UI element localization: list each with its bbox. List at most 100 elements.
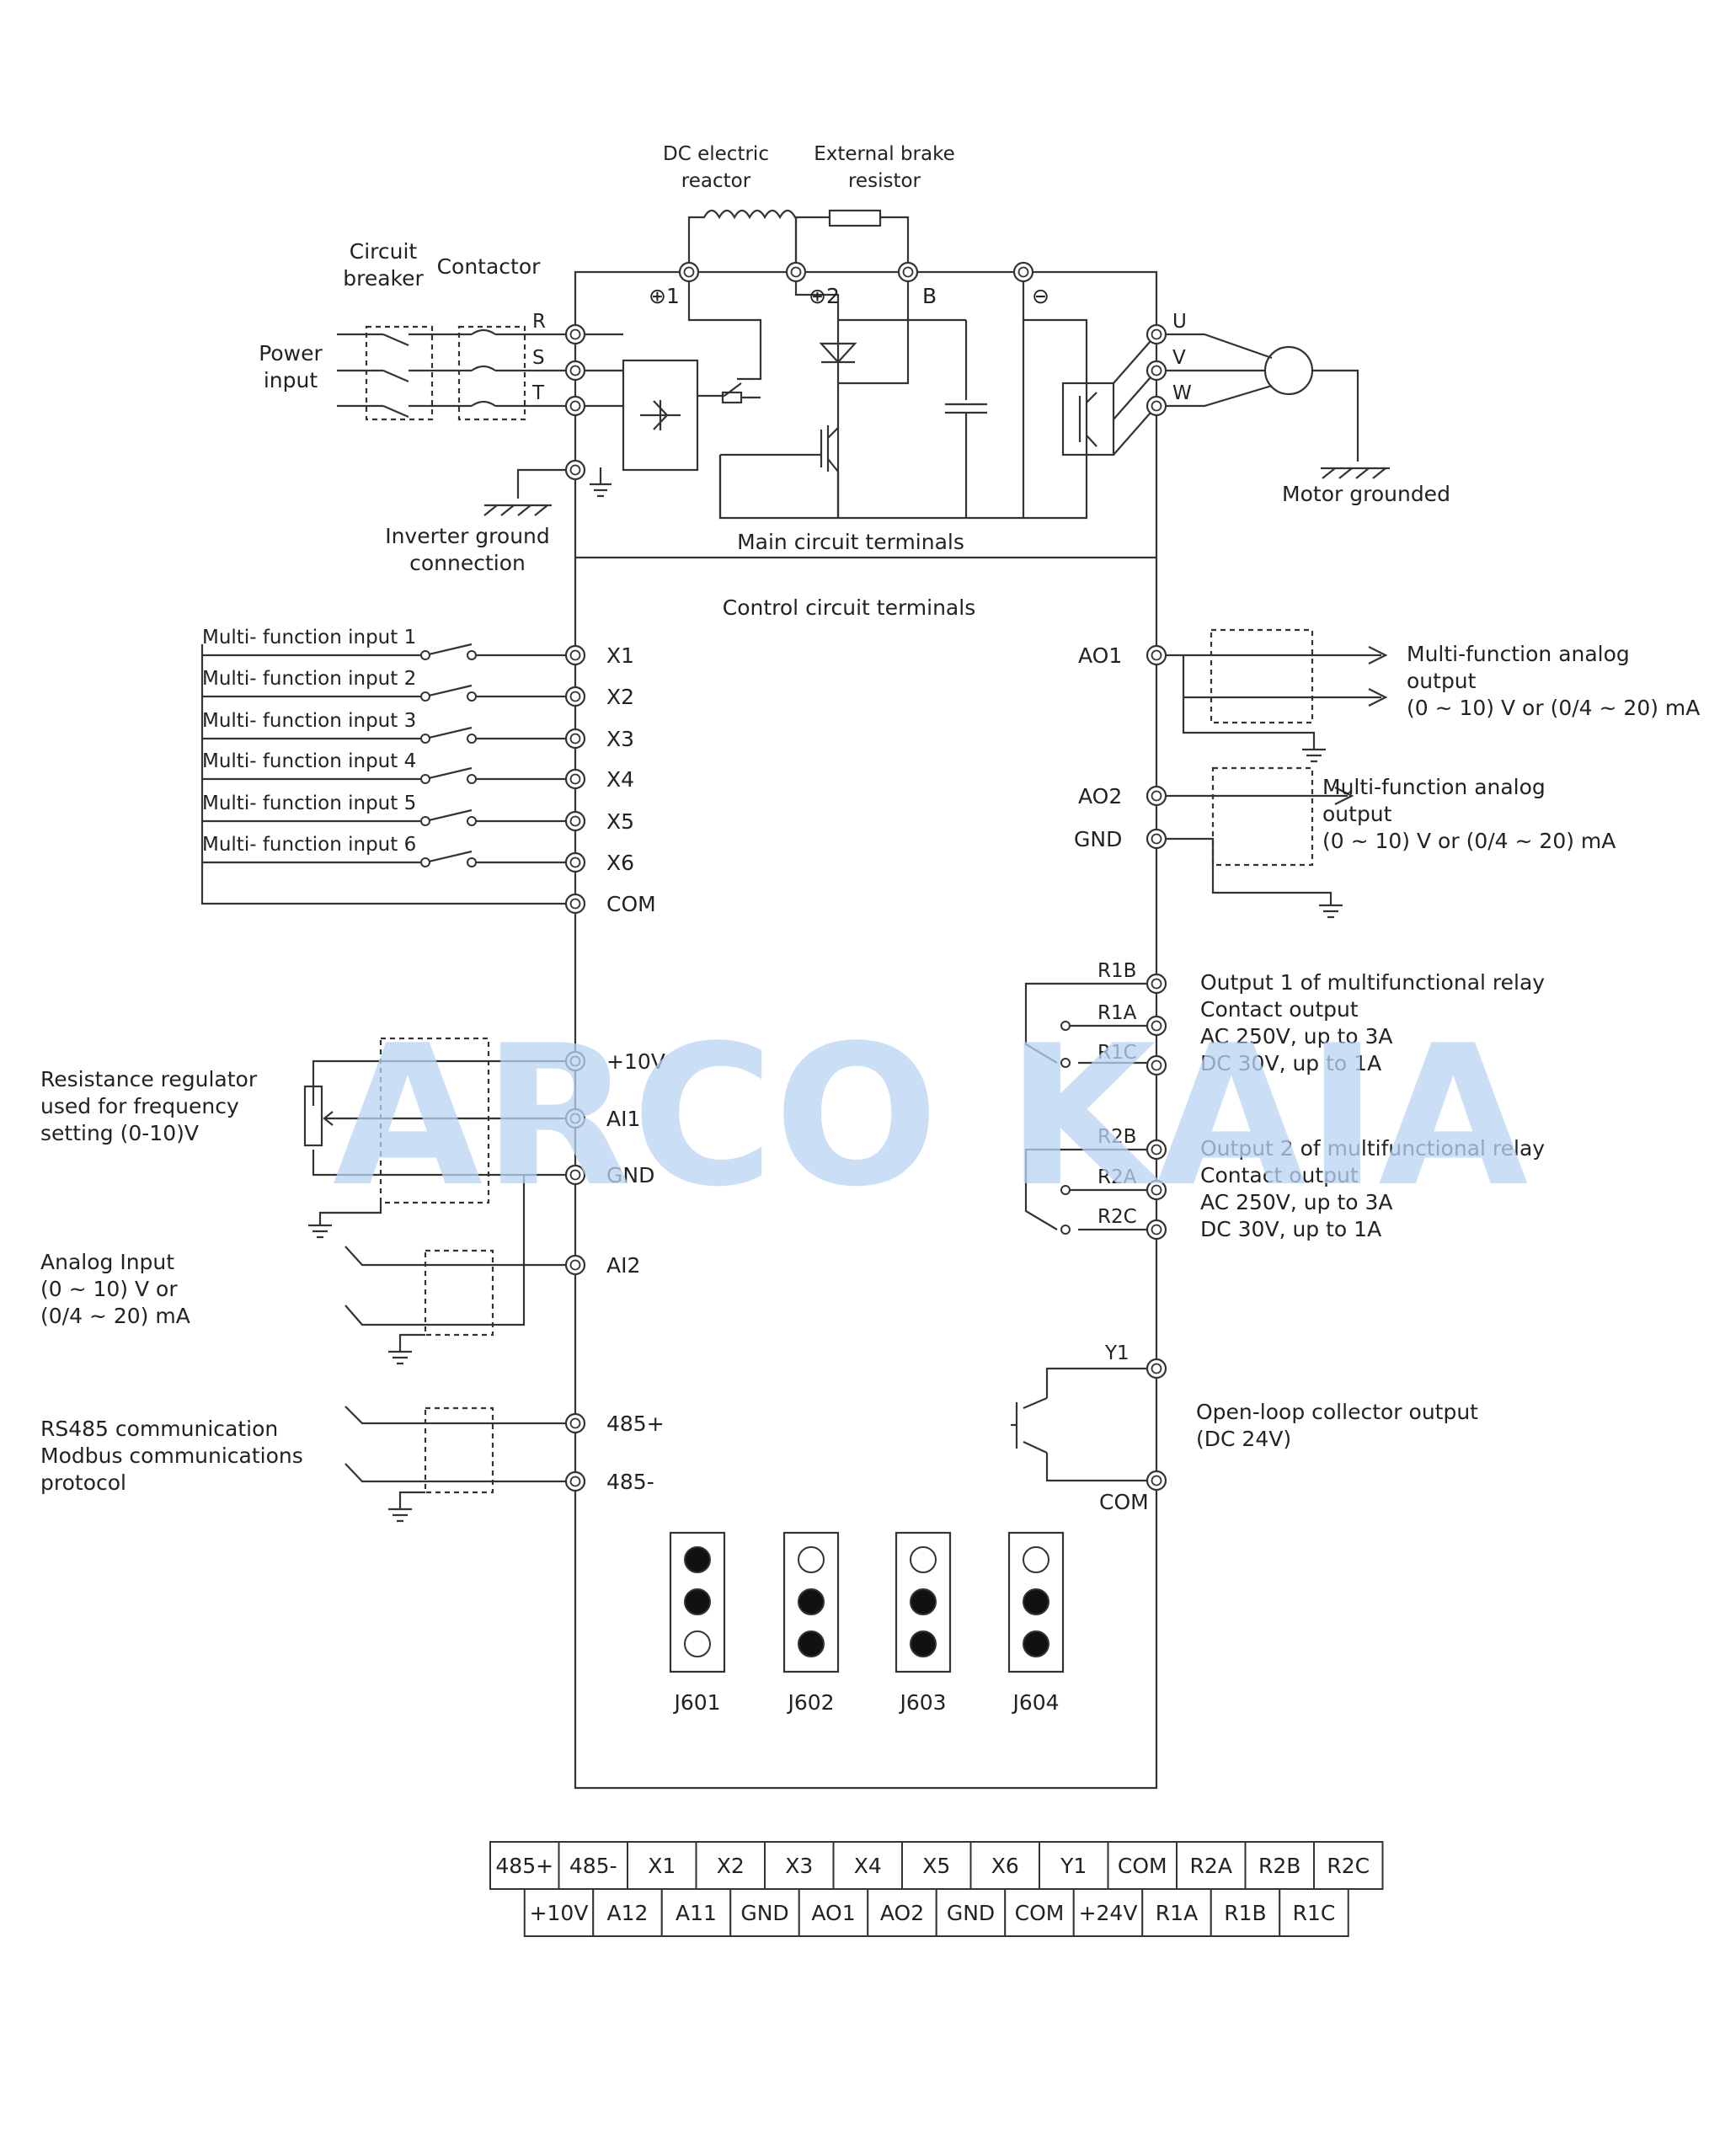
terminal-label-GND: GND [606,1163,654,1187]
switch-contact [1060,1021,1071,1031]
terminal-X1 [564,644,586,666]
motor-grounded-label: Motor grounded [1282,482,1450,506]
circuit-breaker-box [365,325,434,421]
terminal-label-X2: X2 [606,685,634,709]
terminal-label-Y1: Y1 [1104,1342,1130,1364]
brake-diode [819,342,857,364]
switch-contact [420,774,430,784]
terminal-label-R1C: R1C [1097,1042,1137,1064]
jumper-pin [684,1630,711,1657]
terminal-label-AI1: AI1 [606,1107,640,1131]
terminal-label-T: T [531,382,545,404]
terminal-label-U: U [1172,311,1187,333]
terminal-table-cell: 485+ [495,1854,553,1878]
jumper-pin [1023,1546,1049,1573]
rs485-shield [424,1406,494,1494]
terminal-485+ [564,1412,586,1434]
bus-capacitor [945,320,987,518]
terminal-X6 [564,851,586,873]
terminal-label-R: R [532,311,546,333]
terminal-table-cell: R1B [1224,1901,1266,1925]
terminal-bus-4 [1012,261,1034,283]
bus-label-3: B [922,284,937,308]
terminal-X4 [564,768,586,790]
terminal-label-AO1: AO1 [1078,643,1122,668]
terminal-label-W: W [1172,382,1192,404]
terminal-table-cell: X4 [854,1854,882,1878]
terminal-GND-out [1146,828,1167,850]
ao1-shield [1210,628,1314,724]
terminal-table-cell: R2B [1258,1854,1300,1878]
terminal-R1C [1146,1054,1167,1076]
jumper-J602 [782,1531,840,1673]
bus-label-1: ⊕1 [649,284,680,308]
terminal-label-COM: COM [606,892,656,916]
open-collector-transistor [1011,1367,1156,1482]
terminal-table-cell: X5 [922,1854,950,1878]
open-collector-description: Open-loop collector output(DC 24V) [1196,1400,1478,1451]
dc-reactor-coil [687,209,798,272]
contactor-box [457,325,526,421]
terminal-block-table [489,1841,1384,1937]
terminal-table-cell: A12 [607,1901,649,1925]
terminal-label-COM-out: COM [1099,1490,1149,1514]
switch-contact [467,650,477,660]
contactor-label: Contactor [437,254,542,279]
switch-contact [1060,1225,1071,1235]
terminal-table-cell: AO1 [811,1901,855,1925]
ao2-shield [1211,766,1314,867]
jumper-J604 [1007,1531,1065,1673]
terminal-label-X1: X1 [606,643,634,668]
rectifier-block [622,359,699,472]
terminal-AO2 [1146,785,1167,807]
terminal-R1A [1146,1015,1167,1037]
terminal-label-R2B: R2B [1097,1126,1136,1148]
terminal-X2 [564,686,586,707]
terminal-bus-2 [785,261,807,283]
switch-contact [420,691,430,702]
terminal-label-+10V: +10V [606,1049,665,1074]
switch-contact [420,857,430,867]
terminal-COM [564,893,586,915]
jumper-pin [798,1588,825,1615]
switch-contact [420,650,430,660]
terminal-table-cell: R2A [1190,1854,1232,1878]
terminal-label-485+: 485+ [606,1412,665,1436]
terminal-label-V: V [1172,347,1186,369]
terminal-table-cell: R1A [1156,1901,1198,1925]
terminal-table-cell: 485- [569,1854,617,1878]
terminal-V [1146,360,1167,382]
ai2-shield [424,1249,494,1337]
terminal-label-X3: X3 [606,727,634,751]
terminal-table-cell: A11 [676,1901,717,1925]
terminal-label-X4: X4 [606,767,634,792]
inverter-ground-symbol [483,468,575,516]
jumper-pin [1023,1588,1049,1615]
terminal-AI1 [564,1107,586,1129]
terminal-label-GND-out: GND [1074,827,1122,851]
jumper-pin [798,1546,825,1573]
terminal-label-R2C: R2C [1097,1206,1137,1228]
terminal-table-cell: R1C [1293,1901,1336,1925]
terminal-485- [564,1470,586,1492]
jumper-pin [798,1630,825,1657]
brake-igbt [820,425,840,518]
terminal-COM-out [1146,1470,1167,1492]
pot-shield [379,1037,490,1204]
terminal-table-cell: +24V [1079,1901,1138,1925]
switch-contact [467,774,477,784]
jumper-J601 [669,1531,726,1673]
terminal-bus-1 [678,261,700,283]
brake-resistor-symbol [828,209,882,227]
jumper-pin [910,1630,937,1657]
terminal-X5 [564,810,586,832]
switch-contact [420,816,430,826]
motor-symbol [1263,345,1314,396]
terminal-table-cell: +10V [530,1901,589,1925]
